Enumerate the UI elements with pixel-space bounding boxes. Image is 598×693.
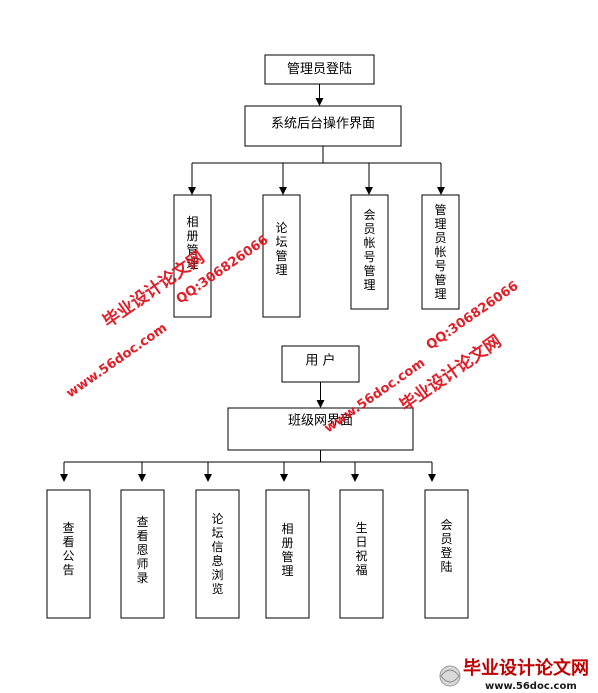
admin-child-label-member-account: 会员帐号管理 [363,208,375,292]
admin-section: 管理员登陆 系统后台操作界面 相册管理 论坛管理 会员帐号管理 管理员帐号管理 [173,54,460,318]
user-child-box-forum-browse [195,489,240,619]
admin-login-box [264,54,375,85]
watermark-url: www.56doc.com [64,321,170,402]
admin-child-box-admin-account [421,194,460,310]
user-child-label-birthday: 生日祝福 [355,521,367,577]
user-label: 用 户 [305,353,335,369]
globe-icon [439,665,461,687]
user-child-box-album [265,489,310,619]
user-child-label-album: 相册管理 [281,522,293,578]
user-child-box-member-login [424,489,469,619]
user-box [281,345,360,383]
admin-child-label-admin-account: 管理员帐号管理 [434,202,446,301]
user-child-label-forum-browse: 论坛信息浏览 [211,512,223,596]
logo-url: www.56doc.com [485,681,577,692]
globe-icon-meridian [440,669,460,683]
user-child-box-teachers [120,489,165,619]
class-portal-label: 班级网界面 [288,414,353,429]
admin-child-label-album: 相册管理 [186,215,198,271]
admin-child-box-forum [262,194,301,318]
admin-child-box-member-account [350,194,389,310]
logo-title: 毕业设计论文网 [463,657,589,679]
user-child-label-notices: 查看公告 [62,521,74,577]
admin-panel-label: 系统后台操作界面 [271,116,375,132]
class-portal-box [227,407,414,451]
user-child-box-birthday [339,489,384,619]
admin-child-box-album [173,194,212,318]
user-section: 用 户 班级网界面 查看公告 查看恩师录 论坛信息浏览 相册管理 生日祝福 会员… [46,345,469,619]
admin-login-label: 管理员登陆 [287,61,352,77]
user-child-label-member-login: 会员登陆 [440,518,452,574]
user-child-label-teachers: 查看恩师录 [136,515,148,585]
admin-child-label-forum: 论坛管理 [275,221,287,277]
site-logo: 毕业设计论文网 www.56doc.com [439,657,589,692]
user-child-box-notices [46,489,91,619]
